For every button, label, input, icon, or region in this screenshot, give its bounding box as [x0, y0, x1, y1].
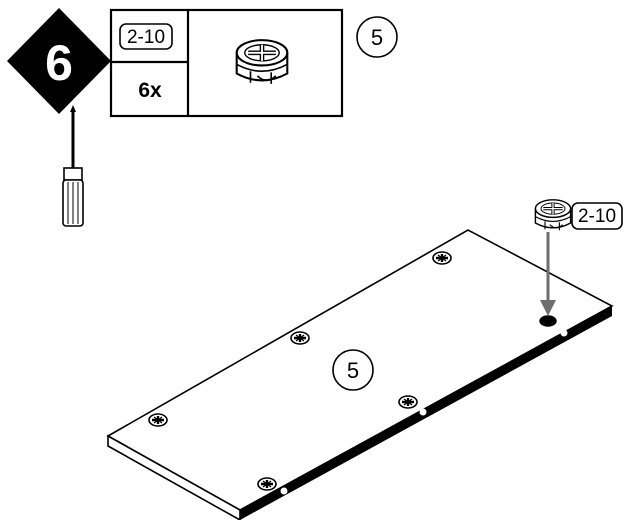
cam-hole	[147, 412, 169, 428]
board-number-label: 5	[347, 358, 359, 383]
step-number: 6	[45, 35, 73, 91]
target-hole	[539, 315, 557, 327]
panel-number-label: 5	[371, 25, 383, 50]
board-side-edge	[107, 434, 241, 520]
part-code-frame	[119, 23, 173, 50]
quantity-label: 6x	[138, 79, 162, 102]
part-code-label: 2-10	[127, 27, 165, 48]
cam-lock-icon	[237, 40, 288, 84]
panel-number-badge: 5	[356, 16, 398, 58]
cam-hole	[289, 330, 311, 346]
board-number-badge: 5	[332, 349, 374, 391]
callout-part-code-label: 2-10	[578, 206, 616, 227]
edge-holes	[280, 329, 568, 495]
cam-hole	[431, 250, 453, 266]
parts-box: 2-10 6x	[109, 8, 344, 118]
callout-part-code: 2-10	[571, 202, 623, 230]
step-badge: 6	[7, 8, 111, 114]
cam-hole	[397, 394, 419, 410]
cam-hole	[256, 476, 278, 492]
callout-cam-lock-icon	[533, 198, 573, 232]
screwdriver-icon	[62, 105, 84, 227]
down-arrow-icon	[540, 232, 556, 316]
step-diamond-shape	[7, 8, 111, 114]
